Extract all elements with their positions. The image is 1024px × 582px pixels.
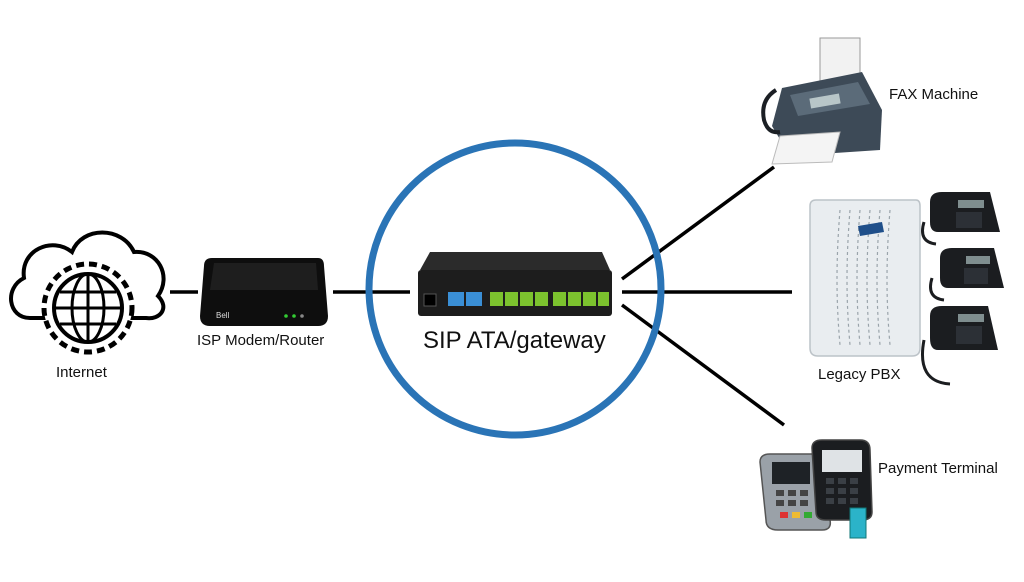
gateway-highlight-ring (365, 139, 665, 439)
desk-phone-icon (929, 248, 1004, 302)
modem-label: ISP Modem/Router (197, 332, 325, 349)
pbx-cabinet-icon (809, 199, 921, 357)
desk-phone-icon (921, 192, 1000, 246)
pbx-label: Legacy PBX (818, 366, 901, 383)
modem-router-icon: Bell (200, 258, 328, 326)
desk-phones-stack (921, 192, 1004, 386)
line-gateway-payment (620, 303, 786, 427)
fax-machine-icon (761, 37, 882, 165)
payment-terminal-icon (759, 439, 873, 539)
cloud-globe-icon (9, 230, 166, 355)
line-gateway-fax (620, 165, 776, 281)
internet-label: Internet (56, 364, 107, 381)
gateway-label: SIP ATA/gateway (423, 327, 606, 354)
gateway-device-icon (418, 252, 612, 316)
svg-text:Bell: Bell (216, 311, 230, 320)
connection-lines (170, 165, 792, 427)
fax-label: FAX Machine (889, 86, 979, 103)
desk-phone-icon (921, 306, 998, 386)
payment-label: Payment Terminal (878, 460, 998, 477)
